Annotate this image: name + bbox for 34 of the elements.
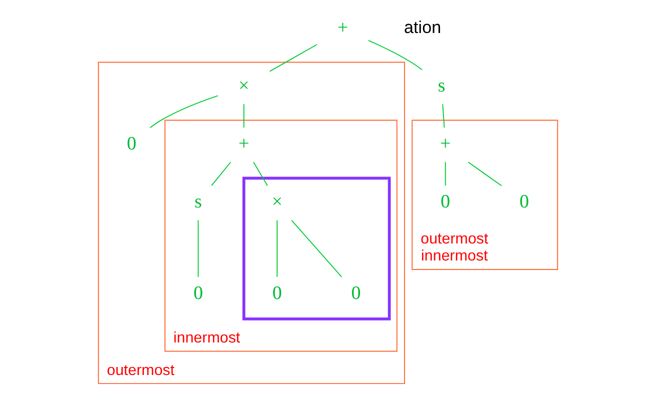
connector bbox=[211, 162, 232, 186]
node-label: outermost bbox=[420, 230, 488, 248]
connector bbox=[368, 40, 423, 70]
node-text: 0 bbox=[351, 282, 361, 304]
connector bbox=[291, 220, 342, 278]
connector bbox=[276, 220, 278, 278]
node-text: 0 bbox=[193, 282, 203, 304]
cluster bbox=[242, 176, 391, 320]
node-text: × bbox=[238, 76, 250, 97]
node-text: 0 bbox=[272, 282, 282, 304]
node-label: innermost bbox=[173, 329, 240, 346]
connector bbox=[442, 104, 445, 128]
node-text: × bbox=[272, 192, 282, 213]
node-label: outermost bbox=[106, 362, 175, 379]
node-text: 0 bbox=[520, 192, 530, 213]
connector bbox=[150, 95, 218, 128]
label: ation bbox=[404, 18, 442, 38]
node-text: + bbox=[440, 134, 451, 155]
connector bbox=[243, 104, 244, 128]
connector bbox=[198, 220, 199, 278]
node-text: + bbox=[238, 134, 250, 155]
node-text: s bbox=[194, 192, 202, 213]
connector bbox=[444, 162, 446, 186]
node-text: s bbox=[438, 76, 446, 97]
node-text: 0 bbox=[440, 192, 450, 213]
node-label: innermost bbox=[421, 248, 488, 265]
connector bbox=[253, 162, 268, 186]
connector bbox=[269, 44, 318, 72]
connector bbox=[468, 162, 502, 186]
cluster bbox=[164, 120, 398, 352]
cluster bbox=[412, 120, 558, 270]
node-text: + bbox=[337, 18, 348, 39]
cluster bbox=[98, 62, 405, 384]
node-text: 0 bbox=[126, 134, 136, 155]
